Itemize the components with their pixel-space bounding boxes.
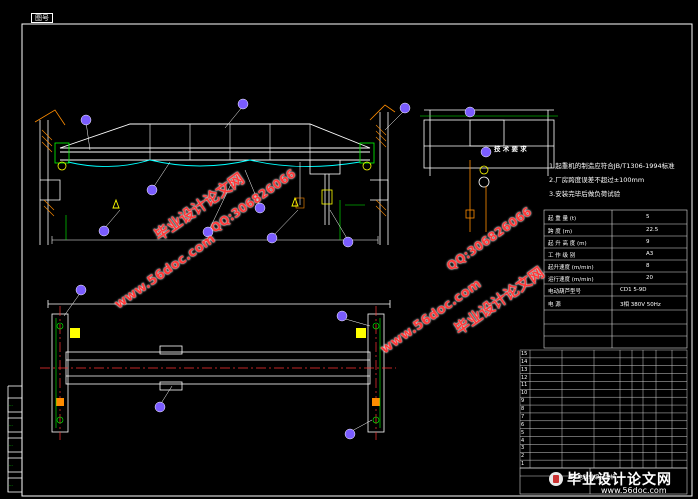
title-block-name: 5t 电动单梁起重机 xyxy=(570,475,616,481)
front-motors xyxy=(112,196,299,209)
spec-label-4: 起升速度 (m/min) xyxy=(548,265,594,271)
svg-text:···: ··· xyxy=(9,403,13,408)
balloon-6 xyxy=(202,226,214,238)
svg-text:···: ··· xyxy=(9,483,13,488)
spec-label-1: 跨 度 (m) xyxy=(548,229,573,235)
spec-value-5: 20 xyxy=(646,275,653,281)
tech-requirements-title: 技 术 要 求 xyxy=(494,145,527,153)
end-carriages xyxy=(54,142,375,171)
plan-centerlines xyxy=(40,306,396,440)
balloon-13 xyxy=(344,428,356,440)
bom-row-number: 5 xyxy=(521,429,525,436)
drawing-border xyxy=(21,23,693,497)
plan-leaders xyxy=(63,291,373,433)
plan-view xyxy=(40,291,396,440)
tech-requirement-2: 2.厂房跨度误差不超过±100mm xyxy=(549,176,645,184)
bom-row-number: 4 xyxy=(521,437,525,444)
svg-text:···: ··· xyxy=(9,463,13,468)
spec-label-2: 起 升 高 度 (m) xyxy=(548,241,587,247)
bom-row-number: 1 xyxy=(521,461,525,468)
balloon-3 xyxy=(399,102,411,114)
spec-label-5: 运行速度 (m/min) xyxy=(548,277,594,283)
balloon-2 xyxy=(237,98,249,110)
bom-grid xyxy=(519,349,688,469)
front-dimensions xyxy=(51,200,379,244)
bom-row-number: 2 xyxy=(521,453,525,460)
spec-value-1: 22.5 xyxy=(646,227,659,233)
spec-value-3: A3 xyxy=(646,251,654,257)
pendant xyxy=(295,162,305,209)
front-view-walls xyxy=(34,104,396,245)
spec-label-7: 电 源 xyxy=(548,302,561,308)
footer-logo: 毕业设计论文网 www.56doc.com xyxy=(549,470,689,496)
spec-label-6: 电动葫芦型号 xyxy=(548,289,582,295)
tech-requirement-3: 3.安装完毕后做负荷试验 xyxy=(549,190,621,198)
spec-label-0: 起 重 量 (t) xyxy=(548,216,577,222)
part-balloons xyxy=(75,98,492,440)
footer-logo-url: www.56doc.com xyxy=(601,486,667,495)
logo-icon xyxy=(549,472,563,486)
spec-value-4: 8 xyxy=(646,263,650,269)
spec-table-grid xyxy=(543,209,688,349)
spec-value-6: CD1 5-9D xyxy=(620,287,647,293)
footer-logo-title: 毕业设计论文网 xyxy=(567,472,672,488)
balloon-4 xyxy=(146,184,158,196)
balloon-10 xyxy=(75,284,87,296)
bom-row-number: 15 xyxy=(521,351,528,357)
bom-row-number: 3 xyxy=(521,445,525,452)
bom-row-number: 8 xyxy=(521,406,525,413)
spec-value-0: 5 xyxy=(646,214,650,220)
bom-row-number: 13 xyxy=(521,366,528,373)
bom-row-number: 14 xyxy=(521,358,528,365)
spec-value-7: 3相 380V 50Hz xyxy=(620,302,661,308)
balloon-11 xyxy=(336,310,348,322)
balloon-9 xyxy=(342,236,354,248)
balloon-14 xyxy=(480,146,492,158)
spec-label-3: 工 作 级 别 xyxy=(548,253,576,259)
front-view xyxy=(34,104,406,245)
left-strip-labels: ··· ··· ··· ··· ··· xyxy=(9,403,13,488)
bom-row-number: 10 xyxy=(521,390,528,397)
balloon-15 xyxy=(464,106,476,118)
drawing-number-tag: 图号 xyxy=(31,13,53,23)
front-leaders xyxy=(85,105,406,241)
rail-hatch xyxy=(41,124,387,217)
tech-requirement-1: 1.起重机的制造应符合JB/T1306-1994标准 xyxy=(549,162,675,170)
plan-details xyxy=(55,318,381,428)
balloon-12 xyxy=(154,401,166,413)
spec-value-2: 9 xyxy=(646,239,650,245)
balloon-1 xyxy=(80,114,92,126)
balloon-7 xyxy=(254,202,266,214)
left-margin-strip xyxy=(7,385,23,493)
balloon-8 xyxy=(266,232,278,244)
bom-row-number: 11 xyxy=(521,382,528,389)
svg-text:···: ··· xyxy=(9,443,13,448)
side-view xyxy=(420,109,558,232)
bom-row-number: 7 xyxy=(521,413,525,420)
bom-row-number: 6 xyxy=(521,421,525,428)
balloon-5 xyxy=(98,225,110,237)
bom-row-number: 9 xyxy=(521,398,525,405)
bom-row-number: 12 xyxy=(521,374,528,381)
svg-text:···: ··· xyxy=(9,423,13,428)
girder-stiffeners xyxy=(149,124,311,160)
hoist-front xyxy=(309,159,341,225)
plan-wheels xyxy=(56,328,380,406)
